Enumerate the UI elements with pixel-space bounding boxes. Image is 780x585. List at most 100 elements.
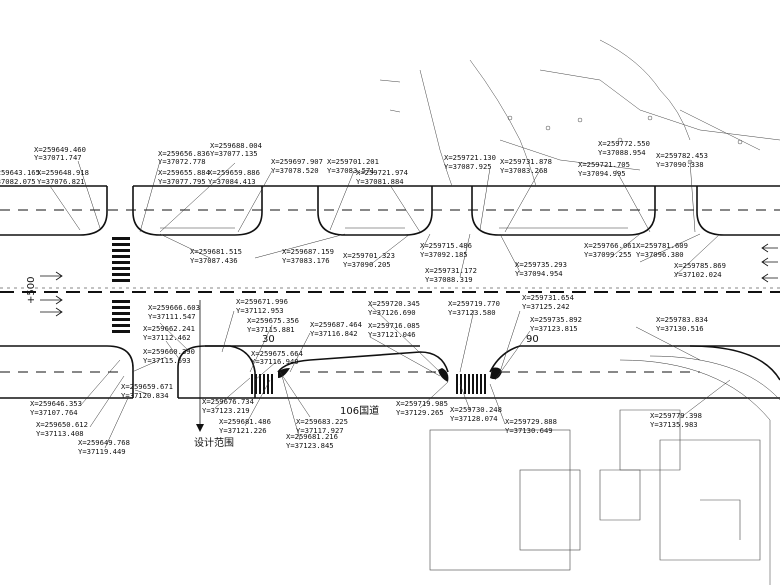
coord-x: X=259659.886 bbox=[208, 168, 260, 177]
crosswalk-stripe bbox=[456, 374, 458, 394]
coord-x: X=259735.892 bbox=[530, 315, 582, 324]
right-curve-inner bbox=[619, 359, 771, 585]
coord-x: X=259781.609 bbox=[636, 241, 688, 250]
crosswalk-stripe bbox=[472, 374, 474, 394]
coord-x: X=259779.398 bbox=[650, 411, 702, 420]
road-name-label: 106国道 bbox=[340, 404, 379, 417]
coord-y: Y=37087.925 bbox=[444, 162, 492, 171]
top-road bbox=[0, 185, 780, 236]
crosswalk-stripe bbox=[460, 374, 462, 394]
crosswalk-stripe bbox=[251, 374, 253, 394]
crosswalk-stripe bbox=[468, 374, 470, 394]
crosswalk-stripe bbox=[112, 279, 130, 282]
coordinate-labels: X=259649.460 Y=37071.747 X=259643.165 Y=… bbox=[0, 139, 726, 456]
coord-x: X=259783.834 bbox=[656, 315, 708, 324]
topography-lower bbox=[429, 409, 761, 571]
crosswalk-stripe bbox=[112, 330, 130, 333]
crosswalk-stripe bbox=[480, 374, 482, 394]
coord-y: Y=37116.949 bbox=[251, 357, 299, 366]
coord-x: X=259719.985 bbox=[396, 399, 448, 408]
coord-y: Y=37126.690 bbox=[368, 308, 416, 317]
bottom-island-curve bbox=[277, 351, 449, 373]
arrow-right-icon bbox=[40, 271, 63, 281]
median-island bbox=[317, 186, 433, 236]
median-island bbox=[696, 186, 780, 236]
coord-y: Y=37112.953 bbox=[236, 306, 284, 315]
lane-arrows-right bbox=[761, 243, 778, 283]
coord-y: Y=37083.176 bbox=[282, 256, 330, 265]
crosswalk-stripe bbox=[464, 374, 466, 394]
coord-y: Y=37094.954 bbox=[515, 269, 563, 278]
arrow-right-icon bbox=[40, 307, 63, 317]
crosswalk-vertical bbox=[112, 237, 130, 333]
coord-y: Y=37082.075 bbox=[0, 177, 36, 186]
coord-y: Y=37107.764 bbox=[30, 408, 78, 417]
coord-x: X=259687.464 bbox=[310, 320, 362, 329]
coord-y: Y=37096.380 bbox=[636, 250, 684, 259]
coord-y: Y=37090.338 bbox=[656, 160, 704, 169]
coord-x: X=259731.172 bbox=[425, 266, 477, 275]
crosswalk-stripe bbox=[112, 249, 130, 252]
coord-y: Y=37123.580 bbox=[448, 308, 496, 317]
lane-arrows-left bbox=[40, 271, 63, 317]
coord-y: Y=37088.319 bbox=[425, 275, 473, 284]
coord-y: Y=37112.462 bbox=[143, 333, 191, 342]
coord-y: Y=37123.845 bbox=[286, 441, 334, 450]
bottom-road-curb bbox=[106, 345, 134, 398]
coord-x: X=259729.888 bbox=[505, 417, 557, 426]
crosswalk-stripe bbox=[112, 243, 130, 246]
coord-y: Y=37120.834 bbox=[121, 391, 169, 400]
arrow-right-icon bbox=[40, 295, 63, 305]
arrow-left-icon bbox=[761, 273, 778, 283]
right-curve bbox=[689, 345, 780, 381]
coord-x: X=259643.165 bbox=[0, 168, 40, 177]
coord-y: Y=37094.995 bbox=[578, 169, 626, 178]
coord-y: Y=37087.436 bbox=[190, 256, 238, 265]
coord-y: Y=37130.516 bbox=[656, 324, 704, 333]
coord-x: X=259785.869 bbox=[674, 261, 726, 270]
median-island bbox=[471, 186, 656, 236]
coord-y: Y=37083.571 bbox=[327, 166, 375, 175]
coord-x: X=259697.907 bbox=[271, 157, 323, 166]
coord-y: Y=37077.795 bbox=[158, 177, 206, 186]
coord-y: Y=37083.268 bbox=[500, 166, 548, 175]
crosswalk-stripe bbox=[271, 374, 273, 394]
coord-y: Y=37078.520 bbox=[271, 166, 319, 175]
bottom-road-edge bbox=[489, 345, 780, 373]
coord-x: X=259772.550 bbox=[598, 139, 650, 148]
topography-upper bbox=[379, 39, 780, 187]
coord-y: Y=37125.242 bbox=[522, 302, 570, 311]
crosswalk-stripe bbox=[112, 267, 130, 270]
coord-x: X=259730.248 bbox=[450, 405, 502, 414]
coord-y: Y=37072.778 bbox=[158, 157, 206, 166]
coord-x: X=259716.085 bbox=[368, 321, 420, 330]
coord-y: Y=37117.927 bbox=[296, 426, 344, 435]
crosswalk-stripe bbox=[255, 374, 257, 394]
crosswalk-stripe bbox=[112, 324, 130, 327]
median-island bbox=[132, 186, 263, 236]
coord-y: Y=37116.842 bbox=[310, 329, 358, 338]
crosswalk-stripe bbox=[112, 300, 130, 303]
median-island bbox=[79, 186, 108, 236]
coord-y: Y=37071.747 bbox=[34, 153, 82, 162]
coord-x: X=259676.734 bbox=[202, 397, 254, 406]
coord-x: X=259662.241 bbox=[143, 324, 195, 333]
coord-x: X=259720.345 bbox=[368, 299, 420, 308]
coord-y: Y=37092.185 bbox=[420, 250, 468, 259]
coord-x: X=259688.004 bbox=[210, 141, 262, 150]
coord-y: Y=37113.408 bbox=[36, 429, 84, 438]
crosswalk-stripe bbox=[112, 318, 130, 321]
coord-y: Y=37115.693 bbox=[143, 356, 191, 365]
arrow-left-icon bbox=[761, 243, 778, 253]
bottom-road bbox=[0, 345, 780, 585]
speed-mark: 30 bbox=[262, 334, 275, 345]
coord-y: Y=37115.881 bbox=[247, 325, 295, 334]
coord-y: Y=37084.413 bbox=[208, 177, 256, 186]
coord-y: Y=37081.884 bbox=[356, 177, 404, 186]
coord-x: X=259671.996 bbox=[236, 297, 288, 306]
coord-y: Y=37123.815 bbox=[530, 324, 578, 333]
crosswalk-stripe bbox=[112, 273, 130, 276]
coord-x: X=259735.293 bbox=[515, 260, 567, 269]
island-nose bbox=[438, 368, 449, 382]
